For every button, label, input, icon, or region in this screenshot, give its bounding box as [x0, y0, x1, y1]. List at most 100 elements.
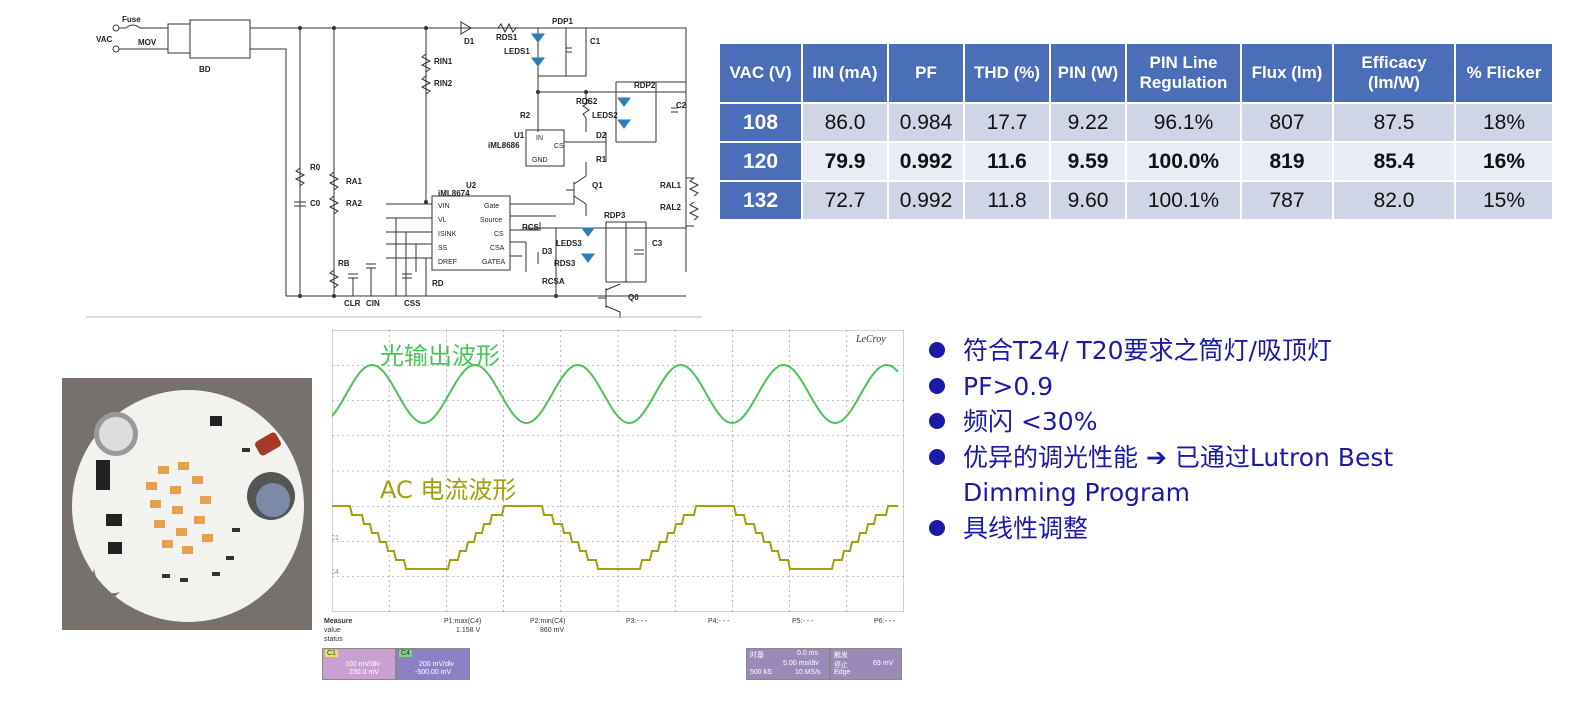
scope-measurement-bar: Measure value status P1:max(C4) 1.158 V … [322, 614, 904, 682]
timebase-value: 0.0 ms [797, 650, 819, 657]
timebase-rate: 10 MS/s [795, 669, 821, 676]
label-d2: D2 [596, 131, 607, 140]
cell-flicker: 15% [1454, 180, 1554, 221]
label-vl: VL [438, 217, 447, 224]
header-vac: VAC (V) [718, 42, 803, 104]
list-item: 频闪 <30% [926, 404, 1486, 440]
c4-channel-box[interactable]: C4 200 mV/div -500.00 mV [396, 648, 470, 680]
measure-label: Measure [324, 618, 353, 625]
label-clr: CLR [344, 299, 361, 308]
label-ra2: RA2 [346, 199, 363, 208]
cell-thd: 17.7 [963, 102, 1051, 143]
cell-thd: 11.6 [963, 141, 1051, 182]
bullet-icon [929, 413, 945, 429]
label-u2: U2 [466, 181, 477, 190]
timebase-box[interactable]: 时基 0.0 ms 5.00 ms/div 500 kS 10 MS/s [746, 648, 830, 680]
label-rin1: RIN1 [434, 57, 453, 66]
label-in: IN [536, 135, 543, 142]
list-item: PF>0.9 [926, 369, 1486, 405]
label-r0: R0 [310, 163, 321, 172]
label-mov: MOV [138, 38, 157, 47]
header-thd: THD (%) [963, 42, 1051, 104]
header-flicker: % Flicker [1454, 42, 1554, 104]
circuit-schematic: Fuse VAC MOV BD D1 RDS1 PDP1 LEDS1 C1 RI… [86, 15, 702, 318]
bullet-icon [929, 448, 945, 465]
cell-pf: 0.992 [887, 141, 965, 182]
label-gate: Gate [484, 203, 499, 210]
cell-iin: 86.0 [801, 102, 889, 143]
label-rd: RD [432, 279, 444, 288]
label-ss: SS [438, 245, 448, 252]
cell-flux: 807 [1240, 102, 1334, 143]
label-c2: C2 [676, 101, 687, 110]
label-q1: Q1 [592, 181, 603, 190]
cell-pin: 9.60 [1049, 180, 1127, 221]
label-rds2: RDS2 [576, 97, 598, 106]
svg-text:C4: C4 [332, 569, 339, 576]
p4-label: P4:- - - [708, 618, 730, 625]
cell-flux: 819 [1240, 141, 1334, 182]
list-item: 符合T24/ T20要求之筒灯/吸顶灯 [926, 333, 1486, 369]
cell-efficacy: 85.4 [1332, 141, 1456, 182]
timebase-label: 时基 [750, 652, 764, 659]
label-iml8674: iML8674 [438, 189, 470, 198]
cell-pin: 9.59 [1049, 141, 1127, 182]
cell-flicker: 16% [1454, 141, 1554, 182]
label-rdp2: RDP2 [634, 81, 656, 90]
label-vac: VAC [96, 35, 113, 44]
label-r1: R1 [596, 155, 607, 164]
label-c3: C3 [652, 239, 663, 248]
label-ral2: RAL2 [660, 203, 681, 212]
trigger-mode: 停止 [834, 662, 848, 669]
label-rds1: RDS1 [496, 33, 518, 42]
cell-pin: 9.22 [1049, 102, 1127, 143]
capacitor-icon [94, 412, 295, 520]
table-row: 108 86.0 0.984 17.7 9.22 96.1% 807 87.5 … [718, 102, 1554, 143]
c1-channel-box[interactable]: C1 100 mV/div 230.0 mV [322, 648, 396, 680]
label-rcsa: RCSA [542, 277, 565, 286]
label-fuse: Fuse [122, 15, 141, 24]
feature-text: 优异的调光性能 ➔ 已通过Lutron Best Dimming Program [963, 442, 1394, 508]
cell-efficacy: 82.0 [1332, 180, 1456, 221]
scope-screen: LeCroy C1 C4 [332, 330, 904, 612]
cell-efficacy: 87.5 [1332, 102, 1456, 143]
c1-scale: 100 mV/div [345, 661, 381, 668]
value-label: value [324, 627, 341, 634]
cell-regulation: 100.1% [1125, 180, 1242, 221]
label-d1: D1 [464, 37, 475, 46]
trigger-box[interactable]: 触发 69 mV 停止 Edge [830, 648, 902, 680]
label-gatea: GATEA [482, 259, 506, 266]
cell-vac: 108 [718, 102, 803, 143]
label-ral1: RAL1 [660, 181, 681, 190]
ac-current-waveform [332, 505, 898, 570]
feature-list: 符合T24/ T20要求之筒灯/吸顶灯 PF>0.9 频闪 <30% 优异的调光… [926, 333, 1486, 546]
cell-vac: 132 [718, 180, 803, 221]
p2-value: 860 mV [540, 627, 565, 634]
header-pf: PF [887, 42, 965, 104]
label-rcs: RCS [522, 223, 540, 232]
c4-tag: C4 [399, 650, 412, 657]
cell-iin: 72.7 [801, 180, 889, 221]
cell-thd: 11.8 [963, 180, 1051, 221]
header-efficacy: Efficacy (lm/W) [1332, 42, 1456, 104]
feature-text: 符合T24/ T20要求之筒灯/吸顶灯 [963, 336, 1332, 365]
c1-offset: 230.0 mV [349, 669, 379, 676]
label-css: CSS [404, 299, 421, 308]
c4-scale: 200 mV/div [419, 661, 455, 668]
c4-offset: -500.00 mV [415, 669, 452, 676]
label-leds3: LEDS3 [556, 239, 582, 248]
oscilloscope-capture: LeCroy C1 C4 光输出波形 AC 电流波形 Measure value… [322, 330, 904, 682]
label-ra1: RA1 [346, 177, 363, 186]
label-r2: R2 [520, 111, 531, 120]
label-cs2: CS [494, 231, 504, 238]
trigger-value: 69 mV [873, 660, 894, 667]
label-rin2: RIN2 [434, 79, 453, 88]
label-leds2: LEDS2 [592, 111, 618, 120]
specification-table: VAC (V) IIN (mA) PF THD (%) PIN (W) PIN … [718, 42, 1554, 221]
status-label: status [324, 636, 343, 643]
timebase-samples: 500 kS [750, 669, 772, 676]
feature-text: PF>0.9 [963, 371, 1054, 401]
ac-current-label: AC 电流波形 [380, 476, 517, 504]
label-cs: CS [554, 143, 564, 150]
label-q0: Q0 [628, 293, 639, 302]
